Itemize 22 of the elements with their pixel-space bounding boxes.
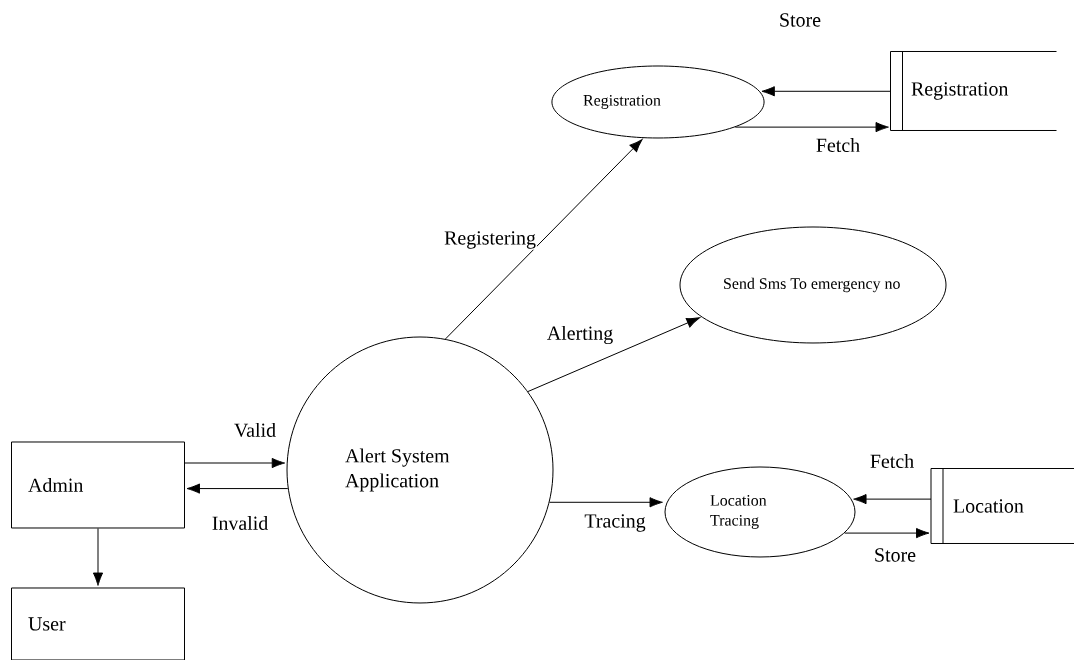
arrow (527, 317, 700, 393)
arrow (549, 497, 663, 508)
data-store: Registration (890, 51, 1057, 131)
arrow (92, 528, 104, 586)
arrow (734, 122, 889, 133)
arrow (444, 139, 643, 340)
arrow (186, 483, 289, 494)
edge-label: Fetch (868, 453, 916, 469)
edge-label: Invalid (210, 515, 270, 531)
edge-label: Fetch (814, 137, 862, 153)
edge-label: Registering (443, 230, 537, 250)
arrow (844, 527, 930, 539)
process-box: Admin (11, 441, 185, 529)
arrow (184, 457, 286, 469)
edge-label: Tracing (583, 513, 647, 533)
edge-label: Store (778, 12, 823, 28)
edge-label: Valid (233, 421, 278, 439)
arrow (761, 86, 891, 97)
data-store: Location (930, 468, 1075, 544)
process-box: User (11, 587, 185, 660)
edge-label: Store (873, 547, 918, 563)
arrow (853, 494, 932, 505)
